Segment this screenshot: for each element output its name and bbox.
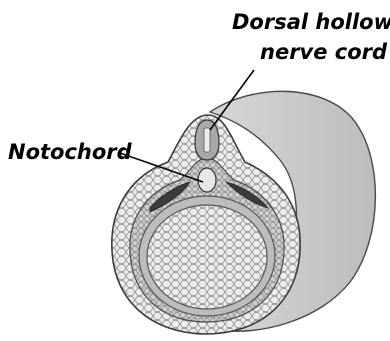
- nerve-cord-label-line1: Dorsal hollow: [232, 12, 390, 33]
- nerve-cord-canal: [204, 128, 210, 152]
- gut-cells: [147, 205, 267, 309]
- notochord-label: Notochord: [8, 142, 132, 163]
- notochord: [198, 168, 216, 192]
- nerve-cord-label-line2: nerve cord: [260, 42, 387, 63]
